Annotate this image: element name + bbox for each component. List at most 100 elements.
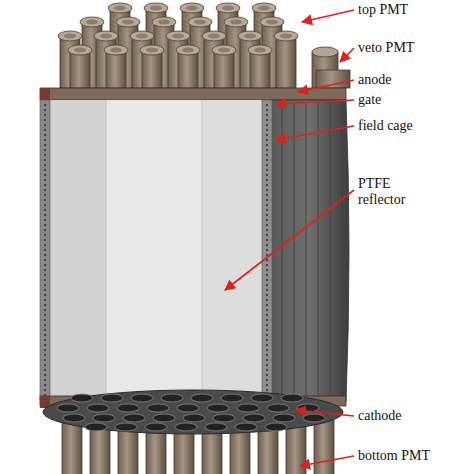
part-label: PTFE reflector [358,176,434,208]
top-pmt-cap [166,31,190,41]
bottom-pmt-window [213,414,235,422]
bottom-pmt-window [153,414,175,422]
top-pmt-tube [276,36,296,88]
top-pmt-pin [136,34,148,39]
top-pmt-pin [150,6,162,11]
bottom-pmt-window [145,423,167,431]
bottom-pmt-window [123,414,145,422]
top-pmt-cap [202,31,226,41]
bottom-pmt-window [251,394,273,402]
bottom-pmt-window [267,404,289,412]
top-pmt-pin [100,34,112,39]
top-pmt-pin [86,20,98,25]
bottom-pmt-window [205,423,227,431]
top-pmt-pin [230,20,242,25]
bottom-pmt-window [175,423,197,431]
bottom-pmt-tube [62,420,82,474]
top-pmt-cap [180,3,204,13]
bottom-pmt-window [101,394,123,402]
top-pmt-cap [260,17,284,27]
bottom-pmt-window [117,404,139,412]
top-pmt-tube [142,50,162,88]
top-pmt-cap [140,45,164,55]
bottom-pmt-window [303,414,325,422]
top-pmt-cap [130,31,154,41]
top-pmt-cap [252,3,276,13]
part-label: bottom PMT [358,448,468,464]
top-pmt-pin [64,34,76,39]
top-pmt-tube [70,50,90,88]
shell-rib [330,102,331,400]
part-label: cathode [358,408,468,424]
top-pmt-pin [122,20,134,25]
top-pmt-cap [176,45,200,55]
top-pmt-cap [152,17,176,27]
top-pmt-pin [208,34,220,39]
top-pmt-pin [280,34,292,39]
bottom-pmt-window [183,414,205,422]
top-pmt-cap [224,17,248,27]
top-pmt-pin [186,6,198,11]
bottom-pmt-window [131,394,153,402]
top-pmt-cap [188,17,212,27]
part-label: gate [358,92,468,108]
bottom-pmt-window [93,414,115,422]
top-pmt-cap [108,3,132,13]
part-label: field cage [358,118,468,134]
bottom-pmt-window [237,404,259,412]
top-pmt-cap [68,45,92,55]
top-pmt-pin [110,48,122,53]
top-pmt-cap [274,31,298,41]
top-pmt-cap [80,17,104,27]
top-pmt-tube [178,50,198,88]
bottom-pmt-window [161,394,183,402]
bottom-pmt-tube [146,420,166,474]
top-pmt-pin [182,48,194,53]
bottom-pmt-window [273,414,295,422]
leader-arrows [225,10,354,466]
bottom-pmt-window [63,414,85,422]
top-pmt-cap [248,45,272,55]
top-pmt-cap [94,31,118,41]
shell-rib [294,102,295,400]
shell-rib [282,102,283,400]
top-pmt-pin [114,6,126,11]
top-pmt-pin [158,20,170,25]
top-pmt-pin [146,48,158,53]
top-pmt-pin [266,20,278,25]
bottom-pmt-window [235,423,257,431]
top-pmt-pin [172,34,184,39]
top-pmt-cap [212,45,236,55]
bottom-pmt-window [87,404,109,412]
top-pmt-tube [250,50,270,88]
top-pmt-cap [216,3,240,13]
bottom-pmt-window [243,414,265,422]
bottom-pmt-window [265,423,287,431]
shell-rib [318,102,319,400]
part-label: veto PMT [358,40,468,56]
top-pmt-pin [254,48,266,53]
top-pmt-tube [106,50,126,88]
top-pmt-cap [104,45,128,55]
top-pmt-cap [144,3,168,13]
bottom-pmt-window [281,394,303,402]
top-pmt-pin [74,48,86,53]
bottom-pmt-window [147,404,169,412]
bottom-pmt-window [207,404,229,412]
top-pmt-tube [214,50,234,88]
shell-rib [342,102,343,400]
bottom-pmt-window [71,394,93,402]
top-pmt-pin [258,6,270,11]
top-pmt-pin [244,34,256,39]
top-pmt-cap [116,17,140,27]
bottom-pmt-window [177,404,199,412]
bottom-pmt-window [221,394,243,402]
part-label: top PMT [358,2,468,18]
bottom-pmt-window [85,423,107,431]
bottom-pmt-window [191,394,213,402]
part-label: anode [358,72,468,88]
shell-rib [306,102,307,400]
bottom-pmt-tube [314,420,334,474]
